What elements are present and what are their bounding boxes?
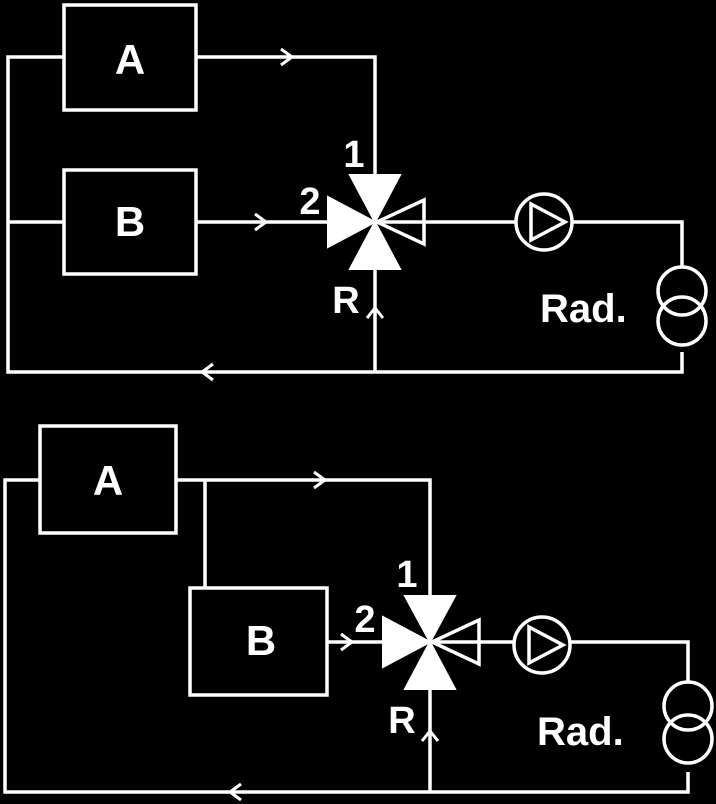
- bottom-port-r-label: R: [388, 700, 415, 742]
- bottom-box-a-label: A: [93, 457, 123, 504]
- bottom-radiator-label: Rad.: [537, 710, 624, 754]
- bottom-flow-arrow-b: [340, 632, 355, 652]
- bottom-radiator-upper: [662, 680, 714, 732]
- bottom-valve-port-r: [403, 639, 457, 690]
- bottom-valve-port-out: [427, 617, 481, 667]
- top-flow-arrow-b: [254, 212, 269, 232]
- top-box-a: [62, 3, 198, 112]
- bottom-box-b-label: B: [246, 617, 276, 664]
- top-box-b-label: B: [115, 198, 145, 245]
- top-mixing-valve: [327, 174, 426, 270]
- bottom-radiator-lower: [662, 713, 714, 765]
- top-left-loop-pipe: [6, 55, 684, 374]
- bottom-flow-arrow-r: [420, 728, 440, 742]
- bottom-port-2-label: 2: [354, 599, 375, 641]
- top-port-2-label: 2: [299, 181, 320, 223]
- bottom-pump-to-radiator-pipe: [570, 640, 690, 682]
- top-flow-arrow-return: [199, 362, 214, 382]
- bottom-mixing-valve: [382, 595, 481, 690]
- top-pump-to-radiator-pipe: [572, 220, 684, 267]
- top-pump-arrow: [529, 201, 569, 243]
- bottom-pump-arrow: [527, 624, 567, 666]
- bottom-left-loop-pipe: [3, 478, 690, 794]
- top-radiator-lower: [656, 295, 708, 347]
- bottom-flow-arrow-a: [313, 470, 328, 490]
- top-valve-port-r: [348, 219, 402, 270]
- top-flow-arrow-a: [280, 47, 295, 67]
- bottom-valve-port-2: [382, 615, 433, 669]
- top-port-r-label: R: [332, 280, 359, 322]
- top-flow-arrow-r: [365, 305, 385, 319]
- bottom-supply-a-pipe: [176, 478, 432, 642]
- top-circuit: A B 1 2 R Rad.: [6, 3, 708, 382]
- top-valve-port-1: [348, 174, 402, 225]
- bottom-box-a: [38, 424, 178, 535]
- top-port-1-label: 1: [343, 134, 364, 176]
- bottom-port-1-label: 1: [396, 554, 417, 596]
- top-valve-port-out: [372, 197, 426, 247]
- bottom-valve-port-1: [403, 595, 457, 645]
- top-supply-a-pipe: [196, 55, 377, 222]
- bottom-circuit: A B 1 2 R Rad.: [3, 424, 714, 802]
- bottom-flow-arrow-return: [227, 782, 242, 802]
- top-valve-port-2: [327, 195, 378, 249]
- top-box-b: [62, 168, 198, 276]
- bottom-box-b: [188, 586, 329, 697]
- top-box-a-label: A: [115, 36, 145, 83]
- bottom-pump-circle: [512, 615, 572, 675]
- top-radiator-label: Rad.: [540, 287, 627, 331]
- top-pump-circle: [514, 192, 574, 252]
- top-radiator-upper: [656, 265, 708, 317]
